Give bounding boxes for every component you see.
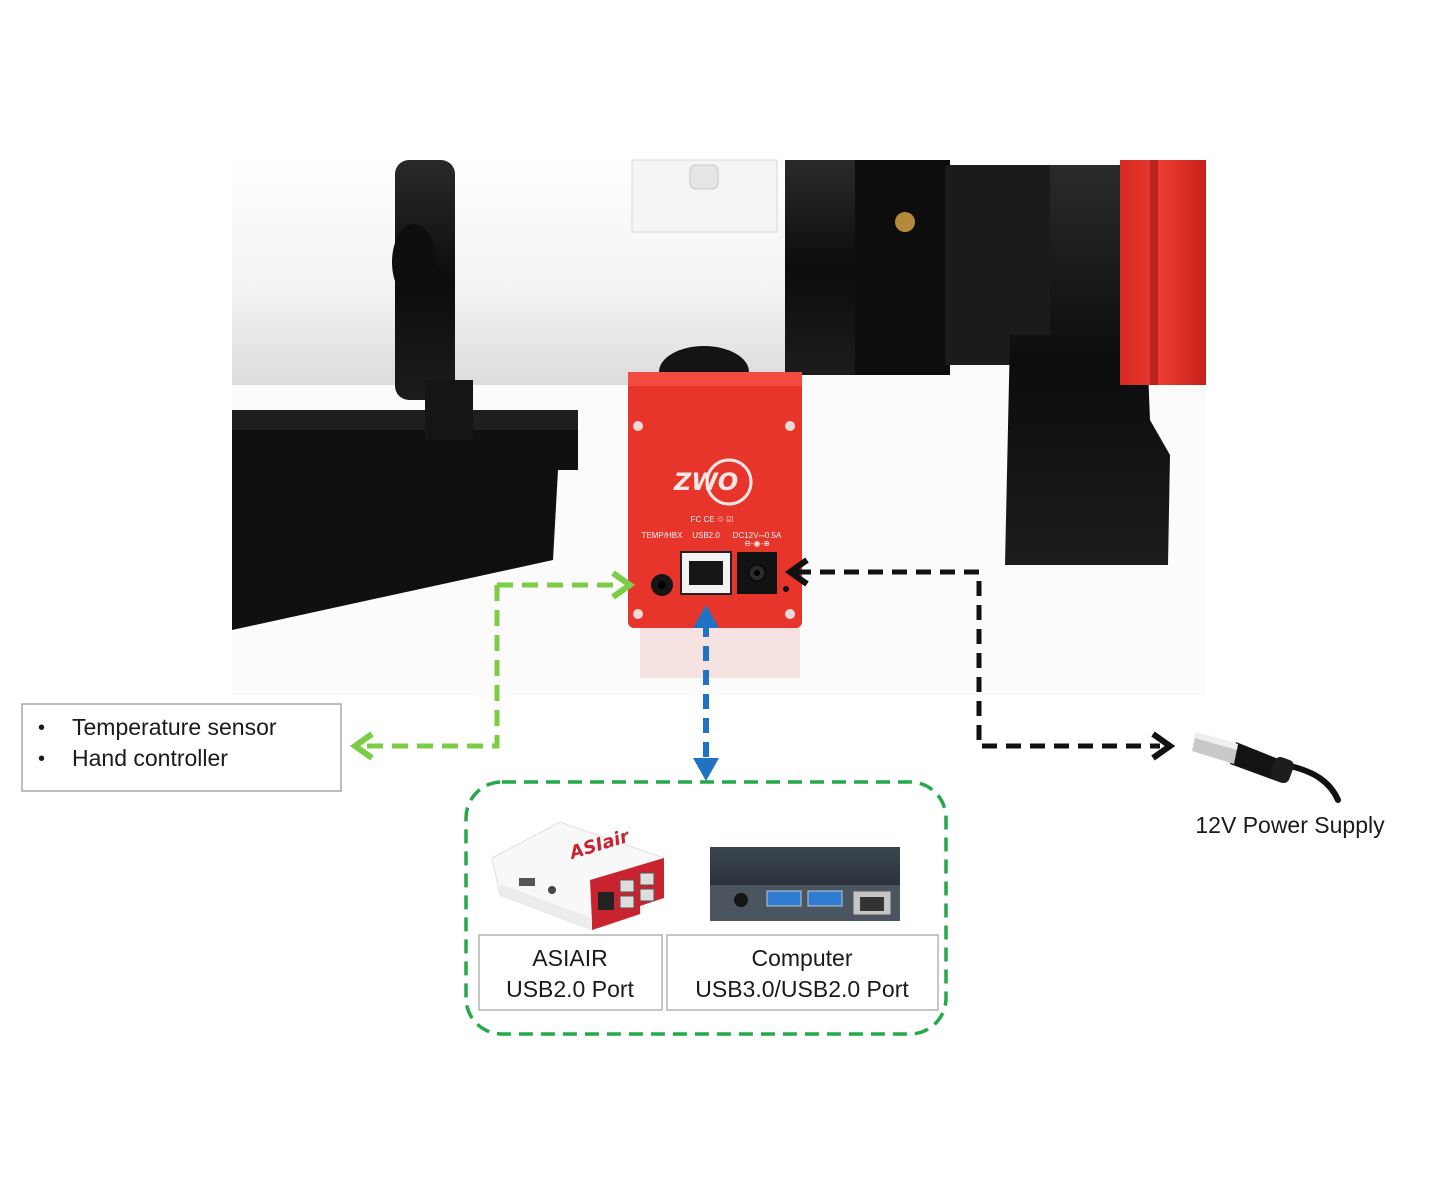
computer-ports-image — [710, 847, 900, 921]
asiair-device-image: ASIair — [491, 821, 665, 931]
power-arrowhead-left — [784, 557, 809, 587]
dovetail-bar — [232, 415, 578, 630]
asiair-label-line2: USB2.0 Port — [506, 976, 634, 1002]
svg-text:TEMP/HBX: TEMP/HBX — [642, 531, 684, 540]
svg-text:•: • — [38, 717, 45, 739]
computer-label-box — [666, 934, 939, 1011]
accessory-item-hand-controller: Hand controller — [72, 745, 228, 771]
host-devices-box — [464, 780, 948, 1036]
usb-arrowhead-up — [693, 605, 719, 628]
accessory-item-temperature-sensor: Temperature sensor — [72, 714, 277, 740]
asiair-label-box — [478, 934, 663, 1011]
power-connection-arrow — [796, 569, 1160, 749]
asiair-label-line1: ASIAIR — [532, 945, 607, 971]
usb-arrowhead-down — [693, 758, 719, 781]
power-supply-label: 12V Power Supply — [1195, 812, 1385, 838]
computer-label-line2: USB3.0/USB2.0 Port — [695, 976, 909, 1002]
accessory-arrowhead-left — [349, 731, 374, 761]
computer-label-line1: Computer — [752, 945, 853, 971]
power-plug-icon — [1192, 732, 1341, 803]
power-arrowhead-right — [1151, 731, 1176, 761]
svg-text:•: • — [38, 748, 45, 770]
accessory-arrowhead-right — [611, 570, 636, 600]
svg-text:USB2.0: USB2.0 — [692, 531, 720, 540]
red-camera-housing — [1120, 160, 1206, 385]
camera-body: ZWO FC CE ♲ ☑ TEMP/HBX USB2.0 DC12V⎓0.5A… — [628, 372, 802, 628]
svg-text:FC CE ♲ ☑: FC CE ♲ ☑ — [691, 515, 734, 524]
accessory-box: • Temperature sensor • Hand controller — [21, 703, 342, 792]
svg-text:DC12V⎓0.5A: DC12V⎓0.5A — [733, 531, 782, 540]
focuser — [785, 160, 865, 375]
accessory-connection-arrow — [360, 582, 622, 749]
svg-text:⊖-◉-⊕: ⊖-◉-⊕ — [744, 539, 770, 548]
